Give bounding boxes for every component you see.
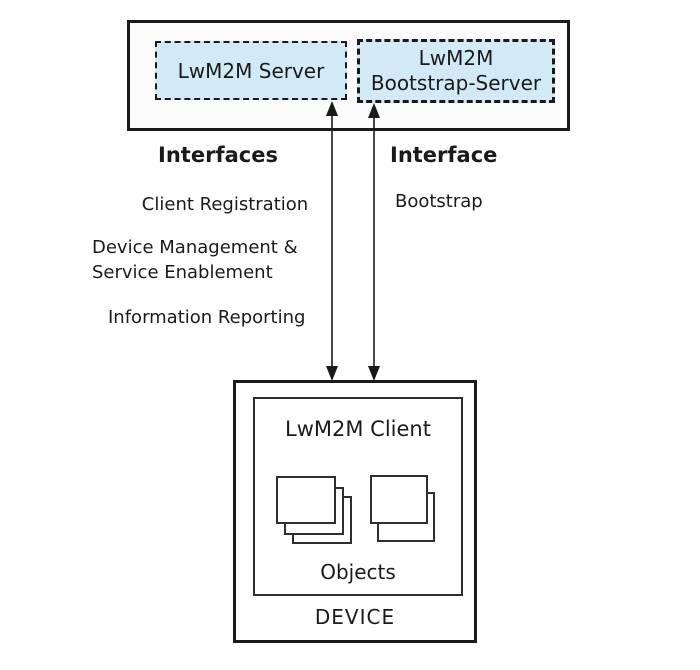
device-management-label: Device Management & xyxy=(92,237,298,258)
object-rect-front xyxy=(370,475,428,524)
registration-arrow-icon xyxy=(326,101,338,381)
object-rect-front xyxy=(276,476,336,524)
lwm2m-server-box: LwM2M Server xyxy=(155,41,347,100)
bootstrap-server-label-line2: Bootstrap-Server xyxy=(370,71,542,95)
bootstrap-arrow-icon xyxy=(368,103,380,381)
interface-heading: Interface xyxy=(390,143,498,167)
lwm2m-client-label: LwM2M Client xyxy=(285,417,431,441)
information-reporting-label: Information Reporting xyxy=(108,307,306,328)
service-enablement-label: Service Enablement xyxy=(92,262,273,283)
bootstrap-server-box: LwM2M Bootstrap-Server xyxy=(357,39,555,103)
interfaces-heading: Interfaces xyxy=(158,143,278,167)
bootstrap-label: Bootstrap xyxy=(395,191,483,212)
device-label: DEVICE xyxy=(314,605,396,629)
objects-label: Objects xyxy=(320,560,396,584)
bootstrap-server-label-line1: LwM2M xyxy=(418,46,494,70)
lwm2m-server-label: LwM2M Server xyxy=(177,58,325,83)
client-registration-label: Client Registration xyxy=(141,194,309,215)
